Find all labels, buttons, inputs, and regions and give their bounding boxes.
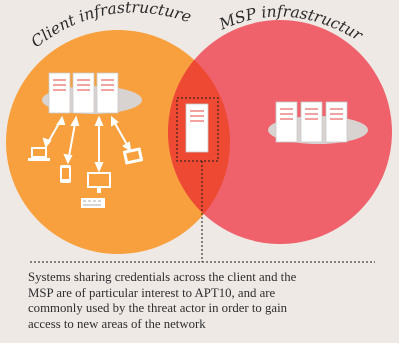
server-icon	[275, 101, 298, 143]
client-server-cluster	[42, 72, 142, 114]
tablet-icon	[122, 147, 144, 165]
arrow-head-icon	[70, 115, 80, 126]
msp-server-cluster	[268, 101, 368, 144]
arrow-head-icon	[111, 115, 119, 127]
keyboard-icon	[81, 198, 105, 208]
arrow-head-icon	[122, 141, 132, 153]
shared-system-highlight-box	[176, 97, 219, 162]
arrow-head-icon	[94, 115, 104, 126]
caption-line: access to new areas of the network	[28, 316, 206, 331]
arrow-head-icon	[94, 162, 104, 173]
desktop-monitor-icon	[87, 172, 111, 193]
caption-line: Systems sharing credentials across the c…	[28, 270, 297, 284]
phone-icon	[60, 165, 71, 183]
arrow-head-icon	[63, 153, 73, 165]
caption-line: MSP are of particular interest to APT10,…	[28, 285, 276, 300]
shared-server-icon	[185, 103, 209, 153]
server-icon	[72, 72, 95, 114]
arrow-head-icon	[56, 115, 66, 125]
arrow-head-icon	[42, 137, 52, 149]
caption-text: Systems sharing credentials across the c…	[28, 270, 388, 332]
server-icon	[48, 72, 71, 114]
laptop-icon	[28, 147, 50, 161]
server-icon	[325, 101, 348, 143]
server-icon	[300, 101, 323, 143]
server-icon	[96, 72, 119, 114]
caption-line: commonly used by the threat actor in ord…	[28, 301, 288, 315]
connection-arrows	[42, 115, 132, 173]
